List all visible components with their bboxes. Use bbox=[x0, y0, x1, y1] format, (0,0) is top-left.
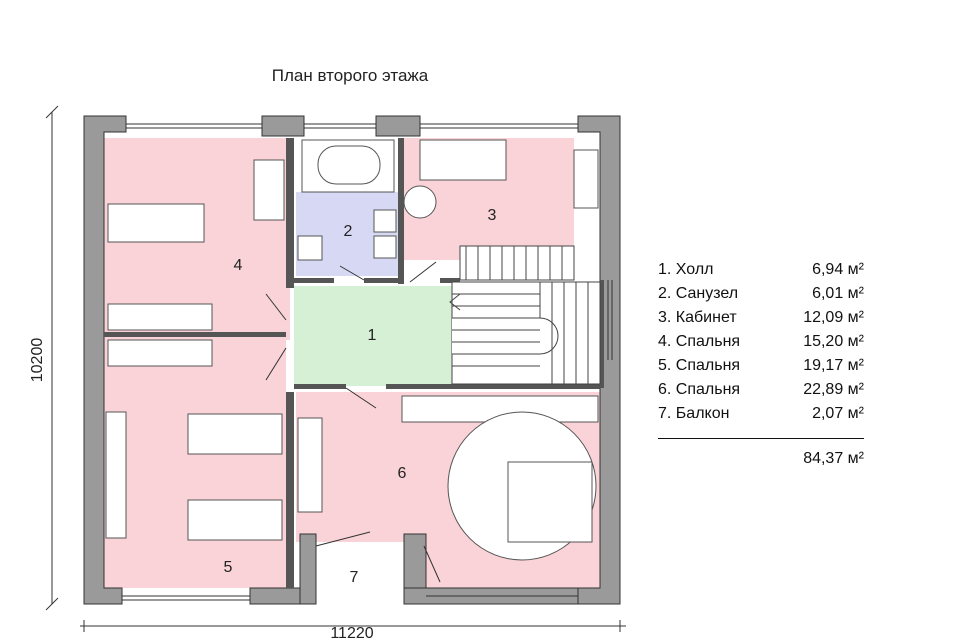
room-label-4: 4 bbox=[234, 257, 243, 274]
desk-room-5 bbox=[105, 411, 127, 539]
toilet bbox=[297, 235, 323, 261]
legend-room-area: 2,07 м² bbox=[812, 405, 864, 422]
legend-room-area: 12,09 м² bbox=[803, 309, 864, 326]
legend-row: 3. Кабинет 12,09 м² bbox=[658, 306, 864, 330]
room-label-6: 6 bbox=[398, 465, 407, 482]
wall-pillar-1 bbox=[261, 115, 305, 137]
walls bbox=[83, 115, 621, 605]
room-labels: 1 2 3 4 5 6 7 bbox=[224, 207, 497, 586]
legend-room-area: 15,20 м² bbox=[803, 333, 864, 350]
bed-room-5-a bbox=[187, 413, 283, 455]
dimension-lines bbox=[45, 105, 626, 632]
legend-row: 6. Спальня 22,89 м² bbox=[658, 378, 864, 402]
desk-room-3 bbox=[573, 149, 599, 209]
chair-room-3 bbox=[403, 185, 437, 219]
legend-room-area: 22,89 м² bbox=[803, 381, 864, 398]
bed-room-5-b bbox=[187, 499, 283, 541]
interior-walls bbox=[104, 138, 604, 588]
room-label-1: 1 bbox=[368, 327, 377, 344]
legend-row: 1. Холл 6,94 м² bbox=[658, 258, 864, 282]
room-label-3: 3 bbox=[488, 207, 497, 224]
legend-row: 2. Санузел 6,01 м² bbox=[658, 282, 864, 306]
dimension-width: 11220 bbox=[330, 625, 373, 640]
legend-total: 84,37 м² bbox=[803, 450, 864, 467]
floor-plan: 1 2 3 4 5 6 7 10200 11220 bbox=[29, 105, 626, 640]
room-5-fill bbox=[104, 340, 286, 588]
bathtub bbox=[317, 145, 381, 185]
room-4-window-notch bbox=[104, 138, 290, 140]
plan-title: План второго этажа bbox=[271, 66, 429, 85]
room-label-5: 5 bbox=[224, 559, 233, 576]
wall-left bbox=[83, 115, 127, 605]
dimension-height: 10200 bbox=[29, 338, 46, 383]
desk-room-6 bbox=[297, 417, 323, 513]
wall-balcony-left bbox=[299, 533, 317, 605]
sink-1 bbox=[373, 209, 397, 233]
legend-row: 4. Спальня 15,20 м² bbox=[658, 330, 864, 354]
sink-2 bbox=[373, 235, 397, 259]
sofa-room-3 bbox=[419, 139, 507, 181]
wall-bottom-left bbox=[249, 587, 301, 605]
room-label-2: 2 bbox=[344, 223, 353, 240]
wardrobes bbox=[107, 303, 599, 423]
legend-room-area: 6,01 м² bbox=[812, 285, 864, 302]
legend-row: 5. Спальня 19,17 м² bbox=[658, 354, 864, 378]
legend-room-label: 3. Кабинет bbox=[658, 309, 737, 326]
doors bbox=[265, 261, 441, 583]
legend-room-label: 1. Холл bbox=[658, 261, 714, 278]
legend-divider bbox=[658, 438, 864, 439]
legend-room-label: 7. Балкон bbox=[658, 405, 730, 422]
legend-room-label: 4. Спальня bbox=[658, 333, 741, 350]
bed-room-6 bbox=[507, 461, 593, 543]
area-legend: 1. Холл 6,94 м² 2. Санузел 6,01 м² 3. Каби… bbox=[658, 258, 864, 471]
room-7-fill bbox=[316, 546, 400, 606]
desk-room-4 bbox=[253, 159, 285, 221]
room-2-fill bbox=[296, 192, 398, 276]
windows bbox=[122, 123, 613, 601]
bed-room-4 bbox=[107, 203, 205, 243]
room-1-fill bbox=[294, 286, 452, 386]
legend-room-area: 19,17 м² bbox=[803, 357, 864, 374]
legend-row: 7. Балкон 2,07 м² bbox=[658, 402, 864, 426]
legend-room-label: 5. Спальня bbox=[658, 357, 741, 374]
legend-room-label: 6. Спальня bbox=[658, 381, 741, 398]
room-label-7: 7 bbox=[350, 569, 359, 586]
stairs bbox=[449, 245, 601, 385]
wall-pillar-2 bbox=[375, 115, 421, 137]
legend-room-area: 6,94 м² bbox=[812, 261, 864, 278]
furniture bbox=[105, 139, 599, 561]
legend-room-label: 2. Санузел bbox=[658, 285, 739, 302]
